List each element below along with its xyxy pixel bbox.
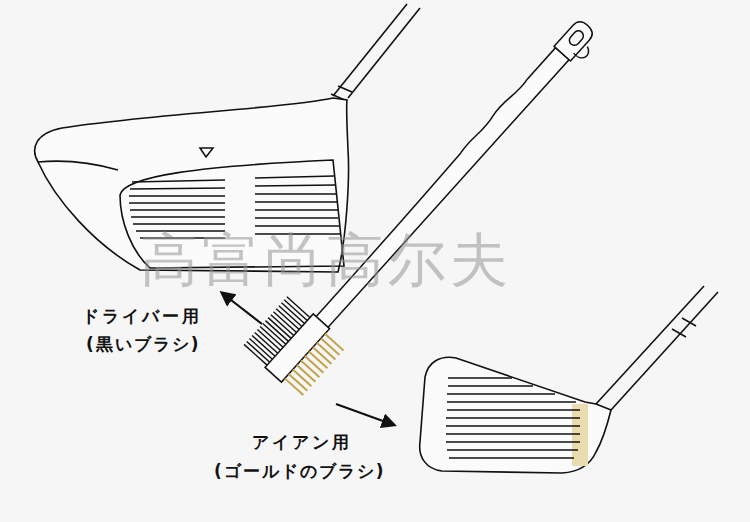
hang-clip [573,43,591,61]
gold-brushed-area [572,404,588,466]
gold-bristles [285,334,344,395]
iron-grooves [446,378,580,458]
brush-label: (ゴールドのブラシ) [214,461,386,481]
iron-ferrule [682,318,696,326]
usage-label: アイアン用 [252,432,352,452]
pointer-arrow [336,404,394,425]
hang-hole [567,29,585,48]
black-bristles [244,297,310,365]
pointer-arrow [222,293,262,324]
iron-ferrule [672,329,686,337]
iron-shaft [611,292,718,410]
driver-ferrule [338,86,352,92]
driver-crown-edge [38,161,118,170]
driver-shaft [333,4,407,96]
brush-label: (黒いブラシ) [86,334,201,354]
watermark: 高富尚高尔夫 [140,226,512,296]
iron-shaft [596,286,704,404]
iron-club [420,286,718,473]
driver-shaft [348,8,420,98]
brush [242,0,614,399]
iron-head [420,357,611,473]
brush-block [265,314,330,382]
brush-hang-tab [554,18,596,61]
alignment-mark [200,148,213,157]
usage-label: ドライバー用 [82,306,202,326]
